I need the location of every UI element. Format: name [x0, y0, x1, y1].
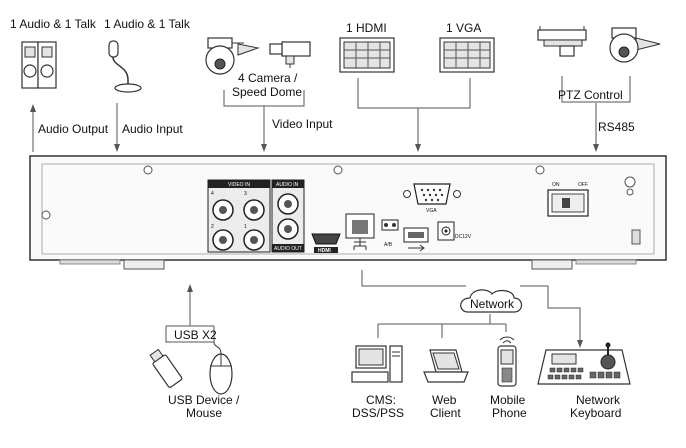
audio-in-port-label: AUDIO IN	[276, 182, 299, 188]
network-keyboard-label-line2: Keyboard	[570, 406, 621, 420]
speed-dome-camera-icon	[205, 37, 260, 75]
vga-port: VGA	[403, 183, 461, 214]
mobile-phone-label-line2: Phone	[492, 406, 527, 420]
audio-input-label: Audio Input	[122, 122, 183, 136]
network-keyboard-icon	[537, 342, 631, 385]
audio-in-jack	[277, 193, 299, 215]
bnc-connector-4	[212, 199, 234, 221]
cms-label-line2: DSS/PSS	[352, 406, 404, 420]
audio-out-jack	[277, 218, 299, 240]
laptop-icon	[423, 349, 469, 383]
channel-1-label: 1	[244, 224, 247, 230]
usb-stick-icon	[149, 348, 183, 388]
usb-ports	[403, 227, 429, 252]
network-label: Network	[470, 297, 515, 311]
camera-label-line2: Speed Dome	[232, 85, 302, 99]
hdmi-port-label: HDMI	[318, 248, 331, 254]
dc-label: DC12V	[455, 234, 472, 240]
bnc-connector-3	[243, 199, 265, 221]
off-label: OFF	[578, 182, 588, 188]
vga-port-label: VGA	[426, 208, 437, 214]
vga-label: 1 VGA	[446, 21, 481, 35]
microphone-icon	[108, 40, 142, 93]
usb-device-label-line2: Mouse	[186, 406, 222, 420]
hdmi-port: HDMI	[311, 233, 341, 254]
camera-label-line1: 4 Camera /	[238, 71, 298, 85]
on-label: ON	[552, 182, 560, 188]
mobile-phone-label-line1: Mobile	[490, 393, 526, 407]
channel-3-label: 3	[244, 191, 247, 197]
audio-talk-label-2: 1 Audio & 1 Talk	[104, 17, 191, 31]
usb-device-label-line1: USB Device /	[168, 393, 240, 407]
hdmi-monitor-icon	[339, 37, 395, 73]
dc-power-port: DC12V	[437, 221, 472, 241]
box-camera-icon	[269, 41, 311, 68]
speaker-icon	[21, 41, 57, 89]
audio-block: AUDIO IN AUDIO OUT	[271, 179, 305, 253]
ptz-camera-icon-2	[609, 27, 661, 63]
audio-output-label: Audio Output	[38, 122, 109, 136]
mobile-phone-icon	[497, 336, 517, 387]
ptz-camera-icon-1	[537, 26, 587, 57]
video-in-label: VIDEO IN	[228, 182, 250, 188]
ab-label: A/B	[384, 242, 393, 248]
web-client-label-line1: Web	[432, 393, 457, 407]
bnc-connector-2	[212, 229, 234, 251]
hdmi-label: 1 HDMI	[346, 21, 387, 35]
audio-talk-label-1: 1 Audio & 1 Talk	[10, 17, 97, 31]
mouse-icon	[209, 341, 233, 395]
rs485-label: RS485	[598, 120, 635, 134]
vga-monitor-icon	[439, 37, 495, 73]
power-switch: ON OFF	[547, 182, 589, 217]
channel-2-label: 2	[211, 224, 214, 230]
audio-out-port-label: AUDIO OUT	[274, 246, 302, 252]
desktop-computer-icon	[351, 345, 403, 383]
ethernet-port	[345, 213, 375, 250]
network-cloud-icon	[460, 289, 523, 313]
cms-label-line1: CMS:	[366, 393, 396, 407]
usb-x2-label: USB X2	[174, 328, 217, 342]
video-input-label: Video Input	[272, 117, 333, 131]
ptz-control-label: PTZ Control	[558, 88, 623, 102]
web-client-label-line2: Client	[430, 406, 461, 420]
bnc-connector-1	[243, 229, 265, 251]
channel-4-label: 4	[211, 191, 214, 197]
rs485-terminal: A/B	[381, 219, 399, 248]
network-keyboard-label-line1: Network	[576, 393, 621, 407]
